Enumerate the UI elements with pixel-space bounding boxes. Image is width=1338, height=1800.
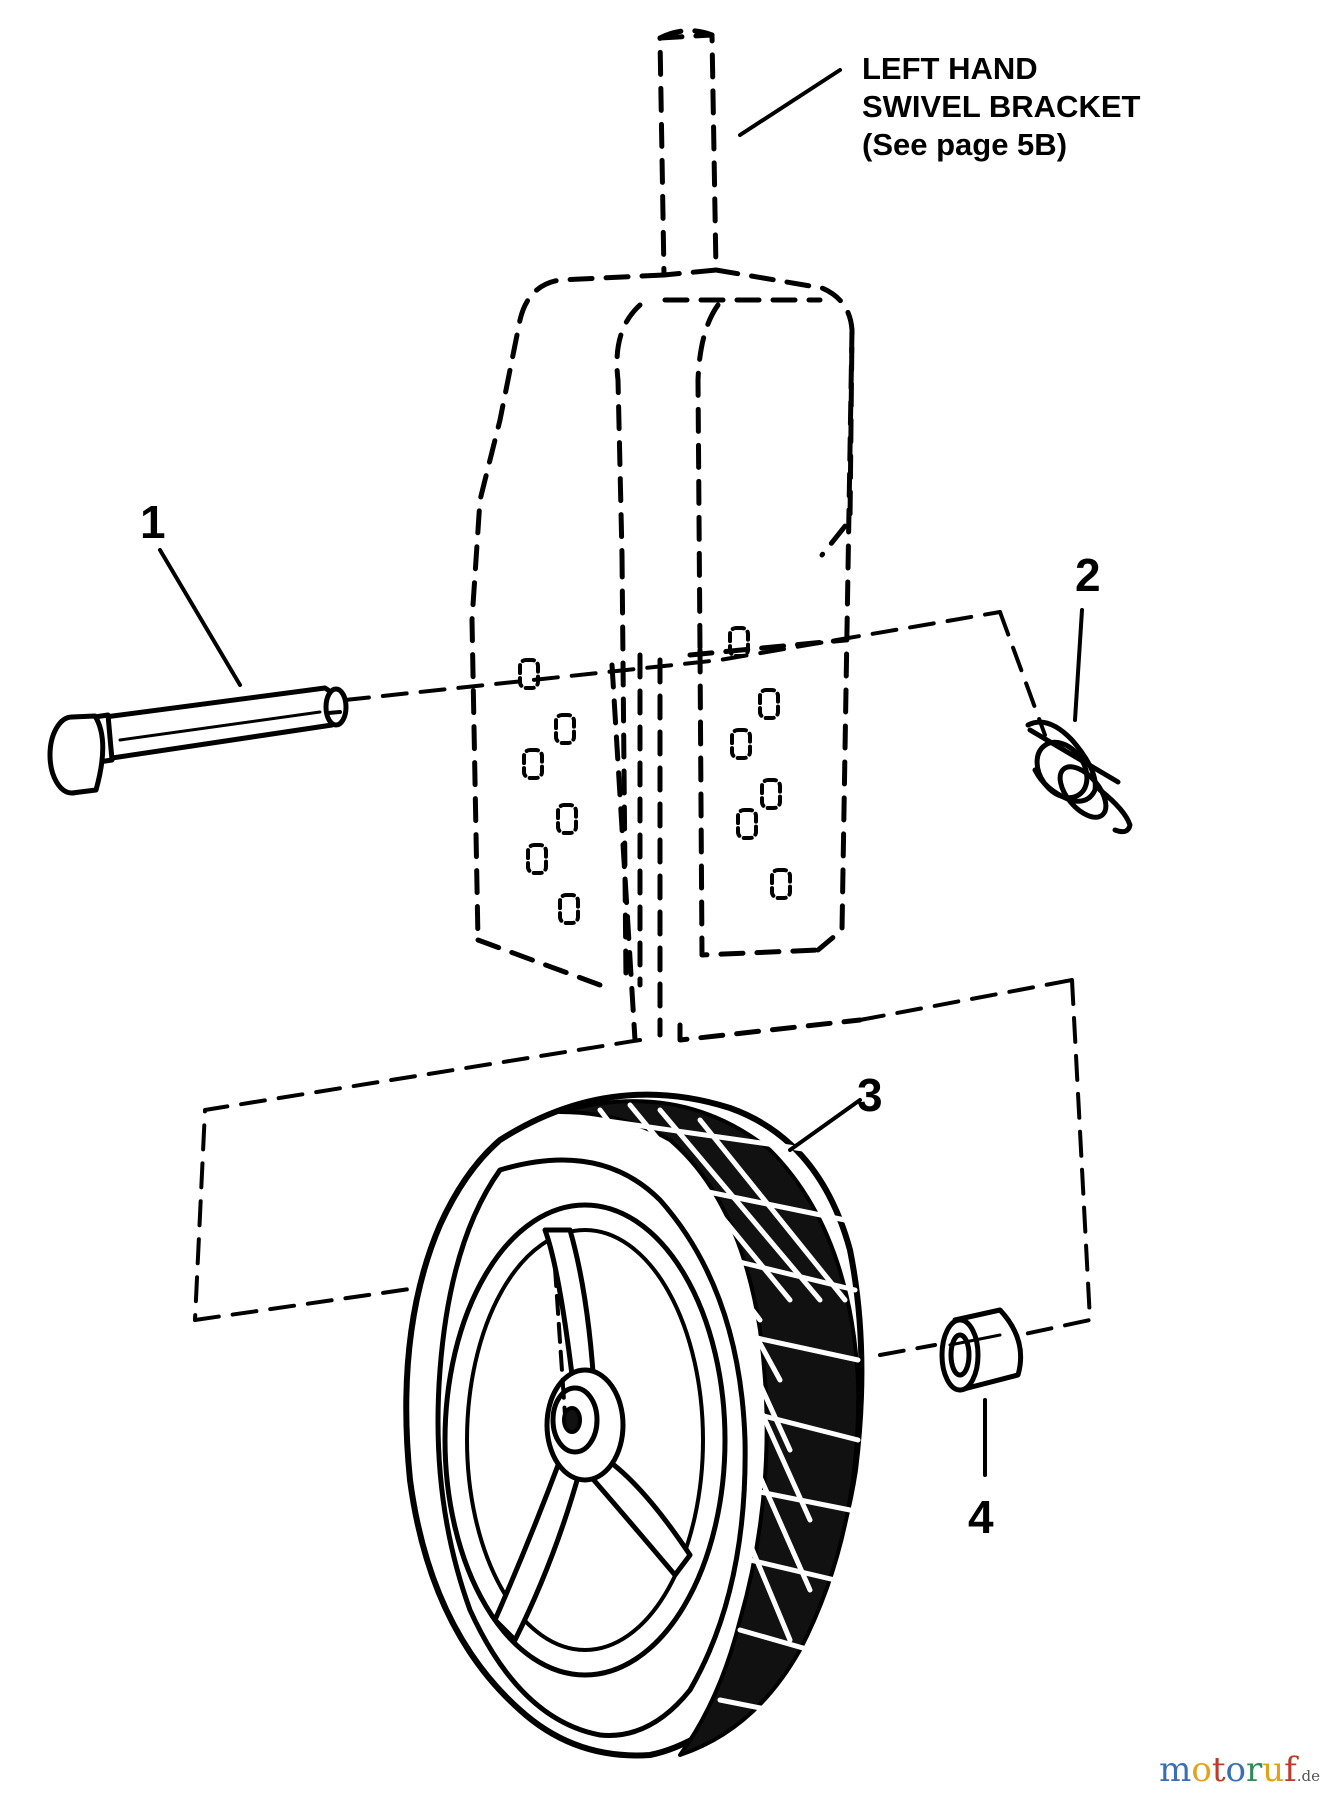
leader-lines <box>158 68 1084 1477</box>
wheel-spokes <box>492 1227 693 1643</box>
swivel-bracket-outline <box>469 28 863 1043</box>
swivel-bracket-label-line1: LEFT HAND <box>862 51 1038 86</box>
clevis-pin <box>47 685 349 796</box>
assembly-lines <box>193 610 1092 1357</box>
watermark-letter: t <box>1211 1750 1226 1790</box>
watermark-logo: motoruf.de <box>1159 1750 1320 1790</box>
watermark-letter: r <box>1245 1750 1263 1790</box>
watermark-suffix: .de <box>1296 1767 1320 1785</box>
hairpin-clip <box>1025 719 1133 835</box>
spacer <box>939 1307 1024 1393</box>
swivel-bracket-label-line2: SWIVEL BRACKET <box>862 89 1141 124</box>
wheel <box>403 1091 865 1759</box>
watermark-letter: o <box>1225 1750 1246 1790</box>
bracket-holes <box>518 626 792 925</box>
watermark-letters: motoruf <box>1159 1750 1297 1790</box>
watermark-letter: o <box>1191 1750 1212 1790</box>
watermark-letter: m <box>1159 1750 1192 1790</box>
callout-wheel: 3 <box>857 1069 883 1121</box>
callout-pin: 1 <box>140 496 166 548</box>
watermark-letter: u <box>1262 1750 1285 1790</box>
swivel-bracket-label-line3: (See page 5B) <box>862 127 1068 162</box>
swivel-bracket-label: LEFT HAND SWIVEL BRACKET (See page 5B) <box>862 50 1140 164</box>
watermark-letter: f <box>1284 1750 1297 1790</box>
callout-spacer: 4 <box>968 1491 994 1543</box>
callout-hairpin-clip: 2 <box>1075 549 1101 601</box>
